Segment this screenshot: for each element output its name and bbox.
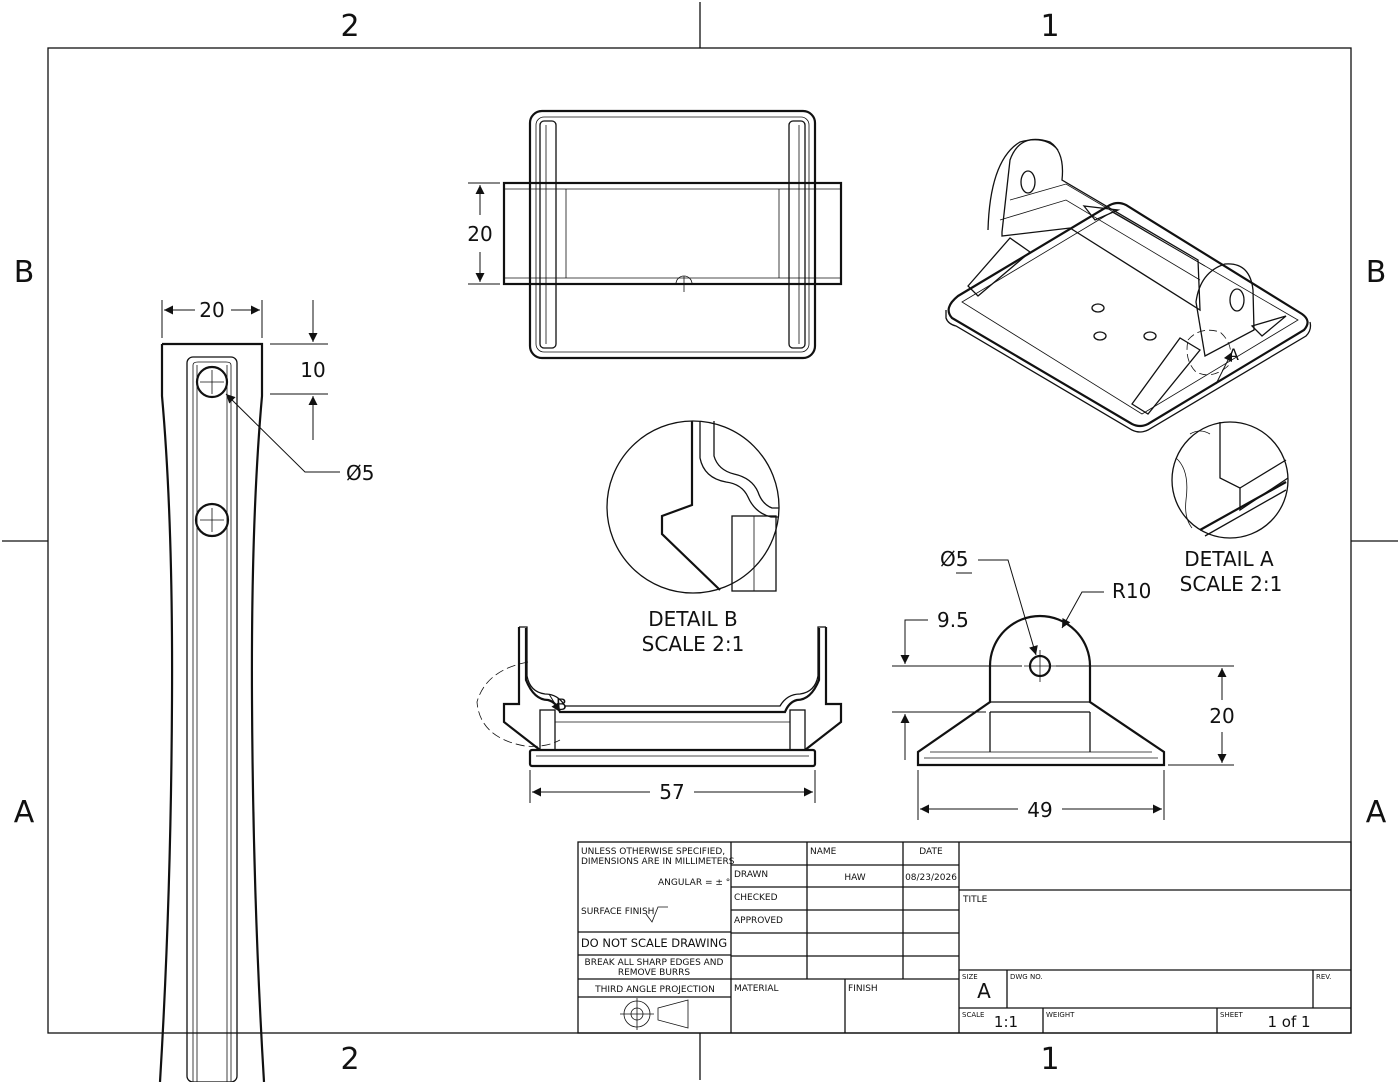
tolerance-note-line2: DIMENSIONS ARE IN MILLIMETERS	[581, 857, 735, 867]
dim-front-width: 57	[659, 780, 684, 804]
name-header: NAME	[810, 847, 837, 857]
scale-label: SCALE	[962, 1011, 984, 1019]
dim-side-hole-diameter: Ø5	[346, 461, 374, 485]
detail-a-view	[1171, 421, 1289, 539]
zone-label-left-a: A	[14, 795, 35, 830]
surface-finish-icon	[645, 906, 668, 923]
detail-b-scale: SCALE 2:1	[642, 632, 745, 656]
material-label: MATERIAL	[734, 984, 779, 994]
rev-label: REV.	[1316, 973, 1331, 981]
isometric-view	[945, 138, 1312, 433]
zone-label-top-left: 2	[340, 9, 359, 44]
date-header: DATE	[919, 847, 943, 857]
sheet-value: 1 of 1	[1267, 1013, 1310, 1031]
size-label: SIZE	[962, 973, 978, 981]
side-view-dimensions	[161, 300, 340, 473]
scale-value: 1:1	[994, 1013, 1018, 1031]
dim-right-hole-height: 9.5	[937, 608, 969, 632]
title-block	[577, 841, 1352, 1034]
title-label: TITLE	[962, 895, 988, 905]
dim-right-radius: R10	[1112, 579, 1151, 603]
zone-label-bottom-right: 1	[1040, 1042, 1059, 1077]
dim-top-width: 20	[467, 222, 492, 246]
detail-b-view	[606, 420, 780, 594]
detail-b-title: DETAIL B	[648, 607, 738, 631]
dim-right-hole-diameter: Ø5	[940, 547, 968, 571]
size-value: A	[977, 979, 991, 1003]
drawn-name: HAW	[844, 873, 865, 883]
tolerance-note-line1: UNLESS OTHERWISE SPECIFIED,	[581, 847, 725, 857]
detail-a-marker: A	[1228, 345, 1239, 364]
dwg-no-label: DWG NO.	[1010, 973, 1043, 981]
detail-a-title: DETAIL A	[1184, 547, 1274, 571]
front-view-dimensions	[529, 770, 816, 803]
approved-label: APPROVED	[734, 916, 783, 926]
top-view	[502, 109, 843, 360]
break-edges-note-line2: REMOVE BURRS	[618, 968, 691, 978]
zone-label-top-right: 1	[1040, 9, 1059, 44]
zone-label-right-a: A	[1366, 795, 1387, 830]
drawn-date: 08/23/2026	[905, 873, 957, 883]
zone-label-left-b: B	[14, 255, 35, 290]
zone-label-bottom-left: 2	[340, 1042, 359, 1077]
dim-side-width: 20	[199, 298, 224, 322]
sheet-label: SHEET	[1220, 1011, 1244, 1019]
angular-tolerance: ANGULAR = ± °	[658, 878, 730, 888]
detail-a-scale: SCALE 2:1	[1180, 572, 1283, 596]
zone-label-right-b: B	[1366, 255, 1387, 290]
break-edges-note-line1: BREAK ALL SHARP EDGES AND	[585, 958, 724, 968]
drawn-label: DRAWN	[734, 870, 768, 880]
finish-label: FINISH	[848, 984, 878, 994]
checked-label: CHECKED	[734, 893, 778, 903]
right-view	[916, 614, 1166, 767]
dim-right-height: 20	[1209, 704, 1234, 728]
weight-label: WEIGHT	[1046, 1011, 1075, 1019]
dim-right-width: 49	[1027, 798, 1052, 822]
do-not-scale-note: DO NOT SCALE DRAWING	[581, 936, 727, 950]
third-angle-projection-icon	[620, 998, 689, 1030]
top-view-dimensions	[468, 182, 500, 285]
right-view-dimensions	[892, 559, 1234, 820]
surface-finish-label: SURFACE FINISH	[581, 907, 654, 917]
front-view	[476, 626, 843, 768]
detail-b-marker: B	[556, 695, 567, 714]
side-view	[158, 342, 266, 1082]
dim-side-hole-offset: 10	[300, 358, 325, 382]
projection-label: THIRD ANGLE PROJECTION	[594, 985, 715, 995]
